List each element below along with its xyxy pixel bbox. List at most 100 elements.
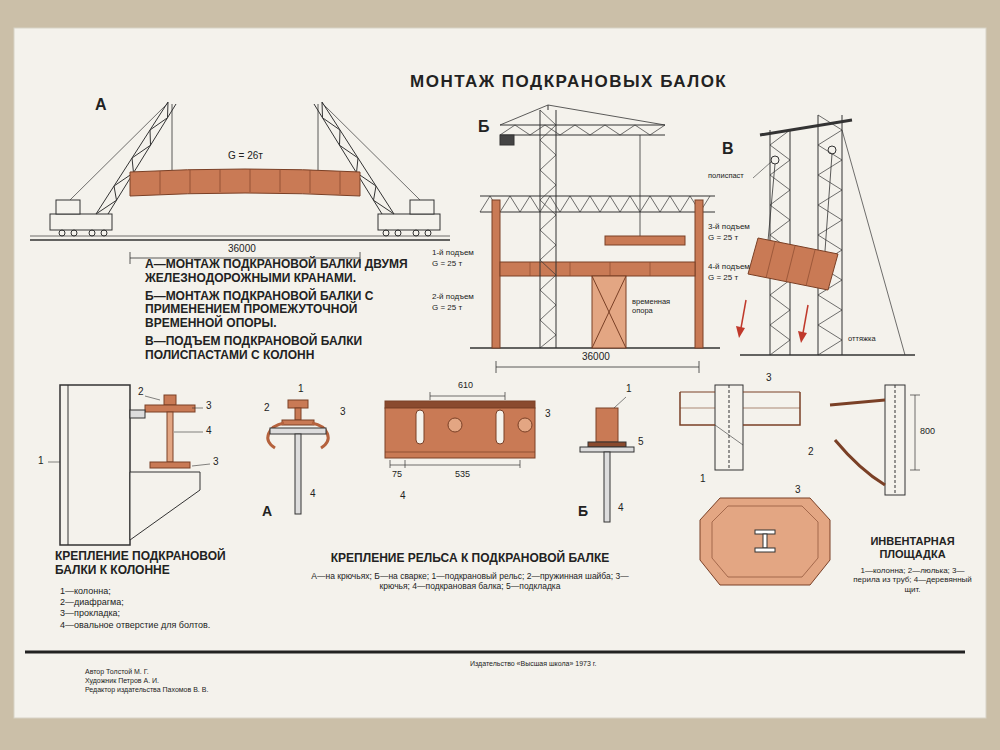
rail-fastening-detail xyxy=(416,410,424,444)
column-attachment-detail xyxy=(130,410,145,418)
platform-detail xyxy=(835,440,885,485)
platform-detail xyxy=(680,392,715,393)
railway-crane-scene xyxy=(220,169,221,192)
tower-crane-scene xyxy=(592,276,626,348)
platform-detail xyxy=(743,408,800,409)
rail-fastening-detail xyxy=(580,447,634,452)
railway-crane-scene xyxy=(425,230,431,236)
railway-crane-scene xyxy=(410,200,434,214)
tower-crane-scene xyxy=(650,262,651,276)
railway-crane-scene xyxy=(395,230,401,236)
railway-crane-scene xyxy=(322,102,394,214)
caption: Б—МОНТАЖ ПОДКРАНОВОЙ БАЛКИ С ПРИМЕНЕНИЕМ… xyxy=(145,290,425,331)
railway-crane-scene xyxy=(30,239,450,241)
railway-crane-scene xyxy=(160,169,340,194)
rail-fastening-detail xyxy=(588,442,626,447)
platform-detail xyxy=(910,470,920,471)
caption: А—МОНТАЖ ПОДКРАНОВОЙ БАЛКИ ДВУМЯ ЖЕЛЕЗНО… xyxy=(145,258,425,286)
load-label: G = 25 т xyxy=(708,273,738,282)
callout-number: 1 xyxy=(38,455,44,467)
rail-fastening-detail xyxy=(295,408,301,420)
platform-detail xyxy=(763,534,767,548)
tackle-lift-scene xyxy=(798,331,807,343)
platform-detail xyxy=(915,395,916,470)
column-attachment-detail xyxy=(164,395,176,405)
column-attachment-detail xyxy=(192,464,210,466)
platform-detail xyxy=(743,392,800,425)
column-attachment-detail xyxy=(48,385,210,545)
tackle-lift-scene xyxy=(803,305,808,333)
column-attachment-detail xyxy=(145,405,195,412)
callout-number: 4 xyxy=(310,488,316,500)
tackle-lift-scene xyxy=(806,250,815,286)
rail-fastening-detail xyxy=(312,423,328,448)
column-attachment-detail xyxy=(150,462,190,468)
rail-fastening-detail xyxy=(270,428,326,434)
column-attachment-detail xyxy=(192,408,203,409)
part-label: полиспаст xyxy=(708,172,744,181)
platform-detail xyxy=(715,385,743,470)
rail-fastening-detail xyxy=(295,434,301,514)
legend-item: 2—диафрагма; xyxy=(60,597,124,607)
railway-crane-scene xyxy=(59,230,65,236)
callout-number: 3 xyxy=(340,406,346,418)
railway-crane-scene xyxy=(56,200,80,214)
dimension: 800 xyxy=(920,426,935,436)
railway-crane-scene xyxy=(50,214,112,230)
rail-fastening-detail xyxy=(390,460,391,468)
railway-crane-scene xyxy=(280,169,281,192)
tackle-lift-scene xyxy=(748,238,838,290)
rail-fastening-detail xyxy=(288,400,308,408)
legend-item: 4—овальное отверстие для болтов. xyxy=(60,620,210,630)
legend-item: А—на крючьях; Б—на сварке; 1—подкрановый… xyxy=(300,572,640,592)
poster-sheet xyxy=(14,28,986,718)
lift-label: 2-й подъем xyxy=(432,292,474,301)
column-attachment-detail xyxy=(60,385,130,545)
railway-crane-scene xyxy=(108,104,176,214)
callout-number: 2 xyxy=(138,386,144,398)
lift-label: 3-й подъем xyxy=(708,222,750,231)
dimension: 610 xyxy=(458,380,473,390)
rail-fastening-detail xyxy=(614,397,626,408)
credit-line: Редактор издательства Пахомов В. В. xyxy=(85,686,208,694)
column-attachment-detail xyxy=(174,432,203,433)
caption: ИНВЕНТАРНАЯ ПЛОЩАДКА xyxy=(850,535,975,560)
tackle-lift-scene xyxy=(790,130,791,355)
tackle-lift-scene xyxy=(842,115,843,355)
tower-crane-scene xyxy=(695,200,703,348)
legend-item: 1—колонна; 2—люлька; 3—перила из труб; 4… xyxy=(850,566,975,594)
tackle-lift-scene xyxy=(786,246,795,282)
platform-detail xyxy=(755,548,775,552)
railway-crane-scene xyxy=(30,102,450,264)
tower-crane-scene xyxy=(540,110,556,348)
railway-crane-scene xyxy=(378,214,440,230)
railway-crane-scene xyxy=(340,171,341,194)
rail-fastening-detail xyxy=(282,420,314,425)
tower-crane-scene xyxy=(610,262,611,276)
caption: КРЕПЛЕНИЕ ПОДКРАНОВОЙ БАЛКИ К КОЛОННЕ xyxy=(55,550,265,578)
load-label: G = 25 т xyxy=(432,303,462,312)
railway-crane-scene xyxy=(250,169,251,192)
railway-crane-scene xyxy=(130,169,360,196)
callout-number: 3 xyxy=(545,408,551,420)
railway-crane-scene xyxy=(96,102,168,214)
rail-fastening-detail xyxy=(448,418,462,432)
tower-crane-scene xyxy=(500,262,695,276)
railway-crane-scene xyxy=(413,230,419,236)
tower-crane-scene xyxy=(500,135,514,145)
railway-crane-scene xyxy=(172,104,173,170)
caption: КРЕПЛЕНИЕ РЕЛЬСА К ПОДКРАНОВОЙ БАЛКЕ xyxy=(300,552,640,566)
platform-detail xyxy=(715,425,743,445)
railway-crane-scene xyxy=(310,170,311,193)
tower-crane-scene xyxy=(530,262,650,276)
callout-number: 1 xyxy=(626,383,632,395)
credit-line: Художник Петров А. И. xyxy=(85,677,159,685)
railway-crane-scene xyxy=(383,230,389,236)
column-attachment-detail xyxy=(130,472,200,540)
part-label: оттяжка xyxy=(848,335,876,344)
callout-number: 4 xyxy=(206,425,212,437)
column-attachment-detail xyxy=(48,462,60,463)
rail-fastening-detail xyxy=(385,452,535,453)
